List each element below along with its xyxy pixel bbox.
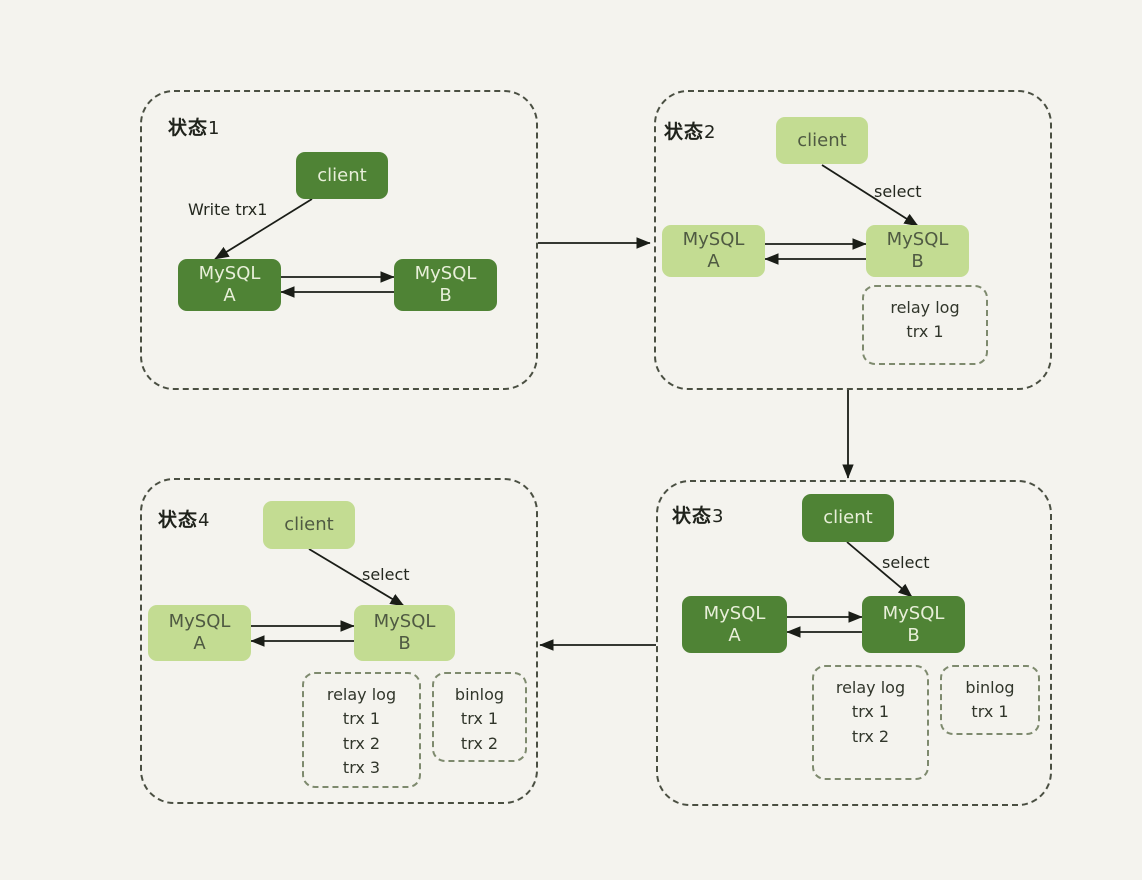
logbox-title: relay log bbox=[890, 298, 960, 317]
node-label-line2: B bbox=[439, 285, 452, 306]
logbox-title: binlog bbox=[965, 678, 1015, 697]
node-label-line1: MySQL bbox=[886, 229, 949, 251]
node-label-line1: client bbox=[823, 507, 873, 529]
node-label-line1: MySQL bbox=[168, 611, 231, 633]
panel-state-1-title-text: 状态 bbox=[168, 117, 209, 139]
panel-state-2-title-text: 状态 bbox=[664, 121, 705, 143]
node-label-line2: A bbox=[707, 251, 720, 272]
panel-state-2-node-client[interactable]: client bbox=[776, 117, 868, 164]
logbox-title: binlog bbox=[454, 685, 505, 704]
panel-state-3-node-mysql-a[interactable]: MySQL A bbox=[682, 596, 787, 653]
node-label-line2: B bbox=[907, 624, 920, 646]
panel-state-3 bbox=[656, 480, 1052, 806]
panel-state-3-logbox-binlog: binlog trx 1 bbox=[940, 665, 1040, 735]
panel-state-4-logbox-relay-log: relay log trx 1 trx 2 trx 3 bbox=[302, 672, 421, 788]
node-label-line1: MySQL bbox=[882, 602, 945, 624]
panel-state-1-title-num: 1 bbox=[208, 118, 221, 139]
node-label-line1: client bbox=[317, 164, 367, 186]
logbox-row: trx 1 bbox=[460, 709, 499, 729]
panel-state-3-node-client[interactable]: client bbox=[802, 494, 894, 542]
panel-state-2-edge-label-select: select bbox=[874, 182, 922, 201]
node-label-line2: B bbox=[398, 633, 411, 654]
logbox-row: trx 1 bbox=[342, 709, 381, 729]
logbox-title: relay log bbox=[835, 678, 906, 697]
panel-state-4-node-mysql-b[interactable]: MySQL B bbox=[354, 605, 455, 661]
panel-state-4-title-text: 状态 bbox=[158, 509, 199, 531]
panel-state-1-node-client[interactable]: client bbox=[296, 152, 388, 199]
panel-state-3-title-num: 3 bbox=[712, 506, 725, 527]
logbox-row: trx 2 bbox=[342, 733, 381, 753]
logbox-row: trx 3 bbox=[342, 757, 381, 777]
panel-state-1-node-mysql-a[interactable]: MySQL A bbox=[178, 259, 281, 311]
panel-state-4-node-client[interactable]: client bbox=[263, 501, 355, 549]
panel-state-2-logbox-relay-log: relay log trx 1 bbox=[862, 285, 988, 365]
panel-state-4-title: 状态4 bbox=[158, 505, 210, 532]
node-label-line1: MySQL bbox=[703, 602, 766, 624]
panel-state-2-title-num: 2 bbox=[704, 122, 717, 143]
logbox-row: trx 2 bbox=[851, 726, 890, 746]
panel-state-1 bbox=[140, 90, 538, 390]
node-label-line2: A bbox=[223, 285, 236, 306]
logbox-row: trx 2 bbox=[460, 733, 499, 753]
panel-state-4-title-num: 4 bbox=[198, 510, 211, 531]
panel-state-2 bbox=[654, 90, 1052, 390]
node-label-line1: client bbox=[284, 514, 334, 536]
panel-state-3-title-text: 状态 bbox=[672, 505, 713, 527]
panel-state-3-node-mysql-b[interactable]: MySQL B bbox=[862, 596, 965, 653]
panel-state-4-logbox-binlog: binlog trx 1 trx 2 bbox=[432, 672, 527, 762]
node-label-line1: MySQL bbox=[198, 263, 261, 285]
node-label-line1: MySQL bbox=[373, 611, 436, 633]
logbox-row: trx 1 bbox=[906, 322, 944, 342]
panel-state-4-edge-label-select: select bbox=[362, 565, 410, 584]
node-label-line2: A bbox=[728, 624, 741, 646]
panel-state-1-title: 状态1 bbox=[168, 113, 220, 140]
node-label-line1: client bbox=[797, 129, 847, 151]
panel-state-4 bbox=[140, 478, 538, 804]
panel-state-3-title: 状态3 bbox=[672, 501, 724, 528]
logbox-title: relay log bbox=[326, 685, 397, 704]
panel-state-2-node-mysql-a[interactable]: MySQL A bbox=[662, 225, 765, 277]
logbox-row: trx 1 bbox=[851, 702, 890, 722]
panel-state-2-node-mysql-b[interactable]: MySQL B bbox=[866, 225, 969, 277]
panel-state-4-node-mysql-a[interactable]: MySQL A bbox=[148, 605, 251, 661]
panel-state-1-edge-label-write-trx1: Write trx1 bbox=[188, 200, 268, 219]
panel-state-3-edge-label-select: select bbox=[882, 553, 930, 572]
node-label-line1: MySQL bbox=[414, 263, 477, 285]
logbox-row: trx 1 bbox=[971, 702, 1009, 722]
panel-state-2-title: 状态2 bbox=[664, 117, 716, 144]
node-label-line1: MySQL bbox=[682, 229, 745, 251]
panel-state-3-logbox-relay-log: relay log trx 1 trx 2 bbox=[812, 665, 929, 780]
panel-state-1-node-mysql-b[interactable]: MySQL B bbox=[394, 259, 497, 311]
node-label-line2: A bbox=[193, 633, 206, 654]
node-label-line2: B bbox=[911, 251, 924, 272]
